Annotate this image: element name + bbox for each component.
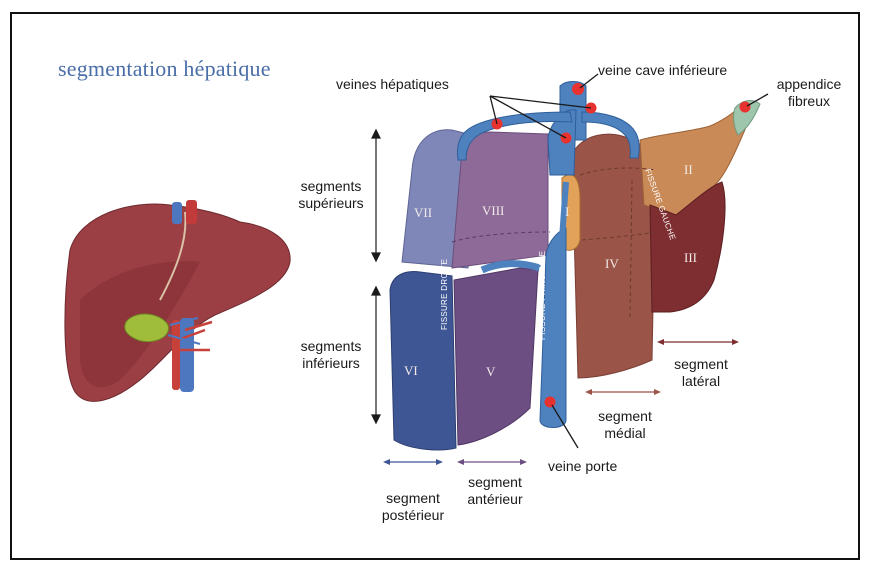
whole-liver-aorta-lower bbox=[172, 320, 180, 390]
marker-veine-porte bbox=[545, 397, 556, 408]
segment-V bbox=[454, 268, 538, 445]
segment-label-VI: VI bbox=[404, 363, 418, 378]
marker-appendice bbox=[740, 102, 751, 113]
segment-label-I: I bbox=[565, 204, 569, 219]
segmented-liver: VII VIII I IV II III VI V FISSURE DROITE… bbox=[390, 82, 760, 450]
fissure-principale-label: FISSURE PRINCIPALE bbox=[538, 251, 547, 340]
label-veine-cave-inferieure: veine cave inférieure bbox=[598, 62, 727, 79]
label-veine-porte: veine porte bbox=[548, 458, 617, 475]
segment-brackets bbox=[372, 130, 380, 423]
segment-label-III: III bbox=[684, 250, 697, 265]
segment-label-IV: IV bbox=[605, 256, 619, 271]
label-segments-inferieurs: segments inférieurs bbox=[290, 338, 372, 372]
label-veines-hepatiques: veines hépatiques bbox=[336, 76, 449, 93]
segment-label-V: V bbox=[486, 364, 496, 379]
marker-veine-cave bbox=[572, 83, 584, 95]
whole-liver-illustration bbox=[65, 200, 290, 401]
portal-branch bbox=[482, 264, 540, 270]
whole-liver-aorta bbox=[186, 200, 197, 224]
label-segment-medial: segment médial bbox=[584, 408, 666, 442]
segment-label-VII: VII bbox=[414, 205, 432, 220]
label-segments-superieurs: segments supérieurs bbox=[290, 178, 372, 212]
segment-label-VIII: VIII bbox=[482, 203, 504, 218]
label-segment-posterieur: segment postérieur bbox=[372, 490, 454, 524]
label-segment-lateral: segment latéral bbox=[660, 356, 742, 390]
label-segment-anterieur: segment antérieur bbox=[454, 474, 536, 508]
whole-liver-ivc bbox=[172, 202, 182, 224]
segment-label-II: II bbox=[684, 162, 693, 177]
label-appendice-fibreux: appendice fibreux bbox=[768, 76, 850, 110]
fissure-droite-label: FISSURE DROITE bbox=[440, 259, 449, 330]
